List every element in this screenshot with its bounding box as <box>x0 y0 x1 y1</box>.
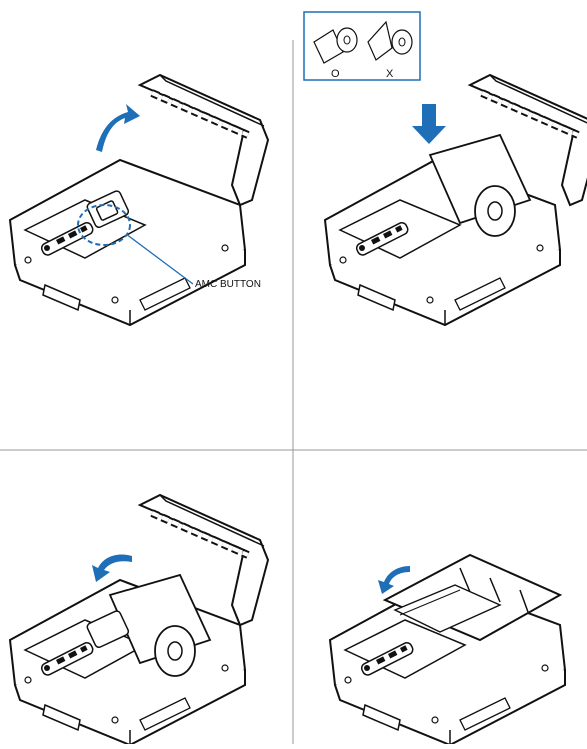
insert-roll-arrow <box>412 104 446 144</box>
open-cover-arrow <box>96 104 140 152</box>
roll-correct-mark: O <box>331 68 340 80</box>
step-3-panel <box>10 495 268 744</box>
step-4-panel <box>330 555 565 744</box>
roll-incorrect-mark: X <box>386 68 393 80</box>
amc-button-label: AMC BUTTON <box>195 279 261 290</box>
close-cover-arrow <box>92 555 132 583</box>
step-2-panel <box>304 12 587 325</box>
